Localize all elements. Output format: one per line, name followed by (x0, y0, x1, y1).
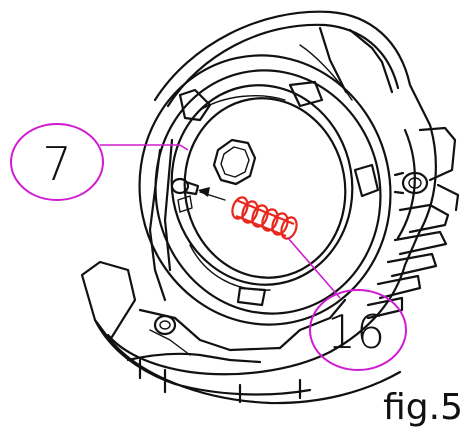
figure-label: fig.5 (383, 387, 463, 428)
spring-stud (170, 177, 226, 201)
mounting-boss-right (393, 171, 429, 195)
cover-ring (138, 54, 392, 326)
callout-7: 7 (10, 123, 189, 201)
callout-16: 16 (287, 237, 407, 371)
center-hub (212, 138, 257, 186)
callout-7-label: 7 (42, 137, 71, 191)
side-vents (366, 126, 460, 320)
spring-part-16 (231, 196, 298, 240)
callout-16-label: 16 (327, 305, 386, 359)
inner-disc (170, 84, 354, 291)
mounting-boss-left (153, 314, 177, 336)
